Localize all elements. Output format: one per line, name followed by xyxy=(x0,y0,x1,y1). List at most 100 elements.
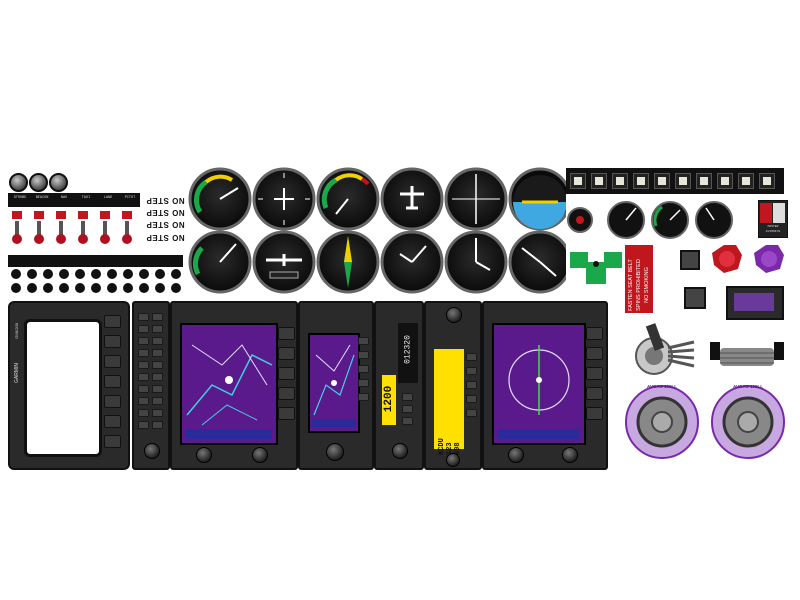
master-switch-panel[interactable]: MASTER AVIONICS xyxy=(758,200,788,238)
gns-key[interactable] xyxy=(358,351,369,359)
audio-button[interactable] xyxy=(152,409,163,417)
navigator-key[interactable] xyxy=(278,367,295,380)
small-display-screen xyxy=(734,293,774,311)
gns-key[interactable] xyxy=(358,379,369,387)
navigator-right-key[interactable] xyxy=(586,347,603,360)
mfd-softkey[interactable] xyxy=(104,315,121,328)
gps-key[interactable] xyxy=(466,353,477,361)
navigator-key[interactable] xyxy=(278,347,295,360)
navigator-key[interactable] xyxy=(278,407,295,420)
navigator-key[interactable] xyxy=(278,387,295,400)
small-display xyxy=(726,286,784,320)
fuel-caps[interactable] xyxy=(624,382,788,462)
gauge-altimeter xyxy=(380,230,444,294)
avionics-switch[interactable] xyxy=(773,203,785,223)
gps-key[interactable] xyxy=(466,381,477,389)
transponder-key[interactable] xyxy=(402,417,413,425)
mfd-softkey[interactable] xyxy=(104,335,121,348)
master-switch[interactable] xyxy=(760,203,772,223)
audio-button[interactable] xyxy=(152,397,163,405)
square-switch[interactable] xyxy=(684,287,706,309)
gauge-horizon xyxy=(508,167,566,231)
master-label: MASTER xyxy=(767,225,779,228)
gps-key[interactable] xyxy=(466,409,477,417)
mfd-brand: GARMIN xyxy=(14,363,20,383)
audio-button[interactable] xyxy=(152,325,163,333)
audio-button[interactable] xyxy=(152,361,163,369)
audio-button[interactable] xyxy=(152,373,163,381)
audio-button[interactable] xyxy=(138,385,149,393)
gns-key[interactable] xyxy=(358,365,369,373)
gns-key[interactable] xyxy=(358,337,369,345)
gps-key[interactable] xyxy=(466,395,477,403)
navigator-key[interactable] xyxy=(278,327,295,340)
audio-button[interactable] xyxy=(138,409,149,417)
transponder-key[interactable] xyxy=(402,393,413,401)
navigator-right-key[interactable] xyxy=(586,327,603,340)
transponder-display: 1200 xyxy=(382,375,396,425)
panel-knob-3[interactable] xyxy=(49,173,68,192)
navigator-right-screen xyxy=(492,323,586,445)
instrument-gauges xyxy=(188,167,566,294)
small-knob-grid[interactable] xyxy=(8,268,183,296)
map-overlay xyxy=(186,344,273,439)
mfd-softkey[interactable] xyxy=(104,375,121,388)
navigator-right-knob[interactable] xyxy=(508,447,524,463)
audio-button[interactable] xyxy=(138,373,149,381)
mfd-softkey[interactable] xyxy=(104,415,121,428)
toggle-switch-row[interactable] xyxy=(8,209,140,247)
audio-button[interactable] xyxy=(152,349,163,357)
navigator-right-key[interactable] xyxy=(586,407,603,420)
audio-button[interactable] xyxy=(152,421,163,429)
navigator-right-knob[interactable] xyxy=(562,447,578,463)
annunciator-light xyxy=(717,173,733,189)
gauge-rpm xyxy=(188,167,252,231)
navigator-large xyxy=(170,301,298,470)
panel-knob-2[interactable] xyxy=(29,173,48,192)
audio-button[interactable] xyxy=(138,421,149,429)
annunciator-light xyxy=(570,173,586,189)
mfd-softkey[interactable] xyxy=(104,355,121,368)
gps-line: 698 xyxy=(454,442,462,455)
audio-button[interactable] xyxy=(152,337,163,345)
no-step-placard: NO STEP xyxy=(146,233,185,242)
audio-button[interactable] xyxy=(138,397,149,405)
throttle-quadrant[interactable] xyxy=(708,340,786,370)
gns-knob[interactable] xyxy=(326,443,344,461)
gps-line: KCDU xyxy=(438,438,446,455)
mfd-softkey[interactable] xyxy=(104,395,121,408)
navigator-knob[interactable] xyxy=(196,447,212,463)
square-switch[interactable] xyxy=(680,250,700,270)
gps-key[interactable] xyxy=(466,367,477,375)
ignition-switch[interactable] xyxy=(632,320,702,376)
mfd-screen xyxy=(24,319,102,457)
audio-button[interactable] xyxy=(152,313,163,321)
gps-knob-lower[interactable] xyxy=(446,453,460,467)
control-caps[interactable] xyxy=(710,243,786,277)
navigator-right-key[interactable] xyxy=(586,387,603,400)
transponder-key[interactable] xyxy=(402,405,413,413)
audio-button[interactable] xyxy=(138,325,149,333)
panel-knob-1[interactable] xyxy=(9,173,28,192)
gns-key[interactable] xyxy=(358,393,369,401)
gns-navigator xyxy=(298,301,374,470)
audio-button[interactable] xyxy=(138,337,149,345)
annunciator-light xyxy=(759,173,775,189)
audio-button[interactable] xyxy=(138,361,149,369)
mfd-softkey[interactable] xyxy=(104,435,121,448)
audio-panel xyxy=(132,301,170,470)
navigator-right-key[interactable] xyxy=(586,367,603,380)
mfd-model: GMX200 xyxy=(14,323,19,339)
radio-freq: 012320 xyxy=(403,335,413,364)
transponder-knob[interactable] xyxy=(392,443,408,459)
volume-knob[interactable] xyxy=(144,443,160,459)
switch-label: LAND xyxy=(103,196,113,200)
navigator-knob[interactable] xyxy=(252,447,268,463)
audio-button[interactable] xyxy=(152,385,163,393)
hsi-overlay xyxy=(498,345,580,439)
audio-button[interactable] xyxy=(138,313,149,321)
gauge-fuel xyxy=(316,167,380,231)
annunciator-light xyxy=(633,173,649,189)
gps-knob[interactable] xyxy=(446,307,462,323)
audio-button[interactable] xyxy=(138,349,149,357)
